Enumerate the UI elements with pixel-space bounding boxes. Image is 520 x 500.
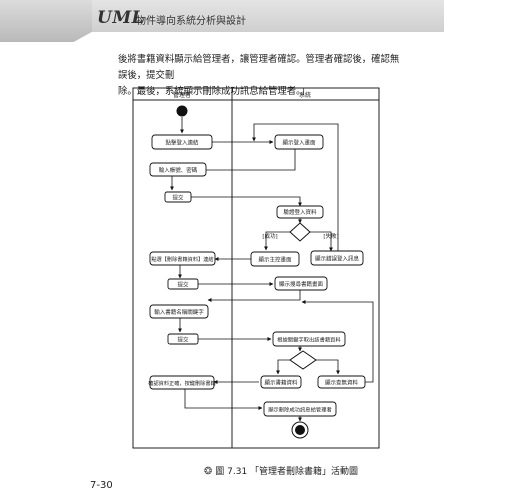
- action-submit-3: 提交: [167, 333, 199, 345]
- swimlane-label-admin: 管理者: [173, 91, 191, 99]
- guard-success: [成功]: [262, 232, 277, 240]
- action-select-delete: 點選【刪除書籍資料】連結: [149, 251, 216, 266]
- flow-arrow: [191, 196, 302, 207]
- flow-arrow: [264, 231, 290, 251]
- action-click-login: 點擊登入連結: [151, 134, 213, 150]
- flow-arrow: [252, 123, 339, 251]
- action-verify: 驗證登入資料: [276, 205, 324, 219]
- svg-text:顯示錯誤登入訊息: 顯示錯誤登入訊息: [315, 255, 360, 263]
- figure-caption-text: 圖 7.31 「管理者刪除書籍」活動圖: [215, 467, 359, 477]
- swimlane-frame: [132, 87, 380, 449]
- svg-text:提交: 提交: [177, 336, 189, 344]
- action-enter-keyword: 輸入書籍名稱關鍵字: [149, 304, 209, 319]
- end-node-inner: [295, 425, 305, 435]
- decision-node-login: [289, 222, 311, 242]
- header-tab-decoration: [0, 0, 92, 42]
- svg-text:點擊登入連結: 點擊登入連結: [165, 139, 199, 147]
- action-show-login: 顯示登入畫面: [274, 134, 324, 150]
- svg-text:顯示刪除成功訊息給管理者: 顯示刪除成功訊息給管理者: [268, 406, 332, 414]
- svg-text:顯示登入畫面: 顯示登入畫面: [282, 139, 316, 147]
- action-submit-2: 提交: [167, 278, 199, 290]
- svg-text:顯示主控畫面: 顯示主控畫面: [258, 256, 292, 264]
- swimlane-label-system: 系統: [299, 91, 311, 99]
- figure-icon: ❂: [204, 466, 213, 477]
- action-retrieve: 根據關鍵字取出該書籍資料: [272, 331, 346, 347]
- svg-text:顯示查無資料: 顯示查無資料: [325, 379, 359, 387]
- flow-arrow: [207, 290, 301, 302]
- svg-text:提交: 提交: [172, 194, 184, 202]
- paragraph-line: 除。最後，系統顯示刪除成功訊息給管理者。」: [118, 86, 311, 97]
- action-show-admin: 顯示主控畫面: [250, 251, 300, 267]
- action-show-book: 顯示書籍資料: [260, 375, 302, 389]
- flow-arrow: [310, 231, 333, 252]
- svg-text:點選【刪除書籍資料】連結: 點選【刪除書籍資料】連結: [151, 255, 213, 263]
- svg-text:輸入帳號、密碼: 輸入帳號、密碼: [159, 166, 198, 174]
- guard-fail: [失敗]: [323, 232, 338, 240]
- svg-text:顯示書籍資料: 顯示書籍資料: [264, 379, 298, 387]
- svg-text:驗證登入資料: 驗證登入資料: [283, 208, 317, 216]
- decision-node-search: [289, 350, 317, 370]
- book-title: 物件導向系統分析與設計: [136, 16, 246, 27]
- action-show-search: 顯示搜尋書籍畫面: [274, 276, 328, 291]
- body-paragraph: 後將書籍資料顯示給管理者，讓管理者確認。管理者確認後，確認無誤後，提交刪 除。最…: [118, 52, 408, 100]
- action-show-no-data: 顯示查無資料: [317, 375, 366, 389]
- action-enter-credentials: 輸入帳號、密碼: [149, 162, 207, 177]
- figure-caption: ❂ 圖 7.31 「管理者刪除書籍」活動圖: [204, 464, 358, 477]
- flow-arrow: [316, 359, 340, 375]
- flow-arrow: [276, 359, 290, 375]
- action-show-success: 顯示刪除成功訊息給管理者: [263, 401, 337, 417]
- svg-text:提交: 提交: [177, 281, 189, 289]
- action-confirm-delete: 確認資料正確，按鍵刪除書籍: [148, 375, 216, 390]
- start-node: [176, 105, 188, 117]
- flow-arrow: [301, 300, 374, 383]
- svg-text:根據關鍵字取出該書籍資料: 根據關鍵字取出該書籍資料: [277, 336, 341, 344]
- svg-text:確認資料正確，按鍵刪除書籍: 確認資料正確，按鍵刪除書籍: [148, 379, 215, 387]
- flow-arrow: [184, 389, 263, 410]
- book-logo: UML: [97, 8, 145, 28]
- svg-text:輸入書籍名稱關鍵字: 輸入書籍名稱關鍵字: [154, 308, 204, 316]
- paragraph-line: 後將書籍資料顯示給管理者，讓管理者確認。管理者確認後，確認無誤後，提交刪: [118, 54, 400, 81]
- action-show-error: 顯示錯誤登入訊息: [310, 250, 364, 266]
- svg-text:顯示搜尋書籍畫面: 顯示搜尋書籍畫面: [279, 280, 324, 288]
- page-number: 7-30: [90, 480, 113, 491]
- flow-arrow: [183, 149, 296, 172]
- action-submit-1: 提交: [164, 191, 192, 203]
